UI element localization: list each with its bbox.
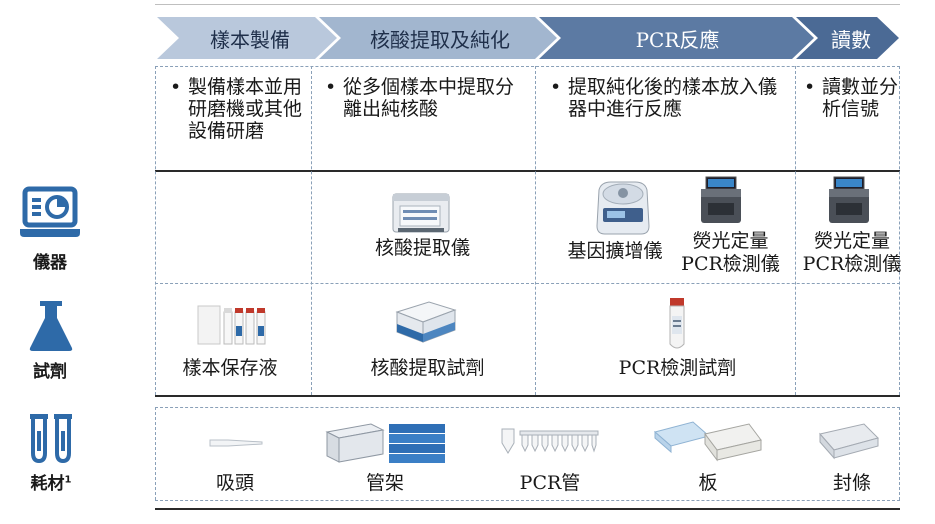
instrument-label-line2: PCR檢測儀 [681, 253, 780, 275]
footnote-marker: 1 [64, 474, 72, 486]
stage-label-3: PCR反應 [635, 27, 720, 52]
test-tubes-icon [30, 414, 72, 463]
grid-line [155, 500, 900, 501]
row-label-instruments: 儀器 [33, 253, 67, 273]
stage-arrow-2 [319, 17, 557, 59]
qpcr-instrument-icon [829, 176, 869, 223]
row-divider [155, 170, 900, 172]
stage-description-2: • 從多個樣本中提取分離出純核酸 [325, 76, 525, 120]
stage-label-1: 樣本製備 [210, 27, 290, 52]
reagent-kit-icon [395, 301, 457, 343]
grid-line [155, 66, 900, 67]
instrument-label-line1: 熒光定量 [813, 230, 890, 252]
instrument-label-line2: PCR檢測儀 [802, 253, 902, 275]
instrument-label-line1: 熒光定量 [692, 230, 769, 252]
qpcr-instrument-icon [701, 176, 741, 223]
reagent-tube-icon [669, 298, 685, 349]
instrument-label: 熒光定量 PCR檢測儀 [798, 230, 906, 276]
grid-line [155, 283, 900, 284]
flask-icon [29, 301, 73, 351]
consumable-label: 封條 [832, 472, 871, 494]
nucleic-acid-extractor-icon [392, 193, 450, 233]
consumable-label: 板 [698, 472, 718, 494]
row-label-consumables: 耗材1 [14, 469, 88, 494]
row-divider [155, 395, 900, 397]
bottom-rule [155, 508, 900, 510]
row-label-reagents: 試劑 [33, 362, 67, 382]
stage-arrows [157, 17, 899, 59]
well-plate-icon [653, 421, 762, 462]
bullet: • [550, 76, 562, 98]
consumable-label: PCR管 [519, 472, 581, 494]
bullet: • [325, 76, 337, 98]
grid-line [155, 407, 156, 500]
stage-arrow-4 [796, 17, 899, 59]
pcr-tube-strip-icon [501, 428, 599, 454]
stage-description-4: • 讀數並分析信號 [804, 76, 906, 120]
pipette-tip-icon [209, 439, 263, 447]
grid-line [311, 66, 312, 395]
consumable-label: 管架 [365, 472, 404, 494]
tube-rack-icon [325, 423, 445, 463]
stage-description-3: • 提取純化後的樣本放入儀器中進行反應 [550, 76, 778, 120]
stage-description-1: • 製備樣本並用研磨機或其他設備研磨 [170, 76, 305, 142]
grid-line [795, 66, 796, 395]
grid-line [535, 66, 536, 395]
stage-label-4: 讀數 [831, 27, 871, 52]
grid-line [899, 407, 900, 500]
row-label-consumables-text: 耗材 [30, 474, 65, 494]
reagent-label: 核酸提取試劑 [370, 357, 485, 379]
top-rule [155, 4, 900, 5]
description-text: 從多個樣本中提取分離出純核酸 [343, 76, 515, 120]
grid-line [899, 66, 900, 395]
bullet: • [804, 76, 816, 98]
description-text: 提取純化後的樣本放入儀器中進行反應 [568, 76, 778, 120]
grid-line [155, 66, 156, 395]
bullet: • [170, 76, 182, 98]
description-text: 讀數並分析信號 [822, 76, 899, 120]
reagent-label: 樣本保存液 [182, 357, 278, 379]
stage-arrow-1 [157, 17, 337, 59]
instrument-label: 基因擴增儀 [567, 240, 663, 262]
sample-tubes-icon [197, 305, 266, 345]
reagent-label: PCR檢測試劑 [618, 357, 737, 379]
description-text: 製備樣本並用研磨機或其他設備研磨 [188, 76, 303, 142]
grid-line [155, 407, 900, 408]
consumable-label: 吸頭 [215, 472, 254, 494]
instrument-label: 核酸提取儀 [374, 237, 470, 259]
sealing-film-icon [819, 423, 879, 460]
thermal-cycler-icon [596, 181, 650, 235]
laptop-chart-icon [20, 186, 80, 237]
instrument-label: 熒光定量 PCR檢測儀 [668, 230, 793, 276]
stage-label-2: 核酸提取及純化 [370, 27, 510, 52]
stage-arrow-3 [539, 17, 814, 59]
